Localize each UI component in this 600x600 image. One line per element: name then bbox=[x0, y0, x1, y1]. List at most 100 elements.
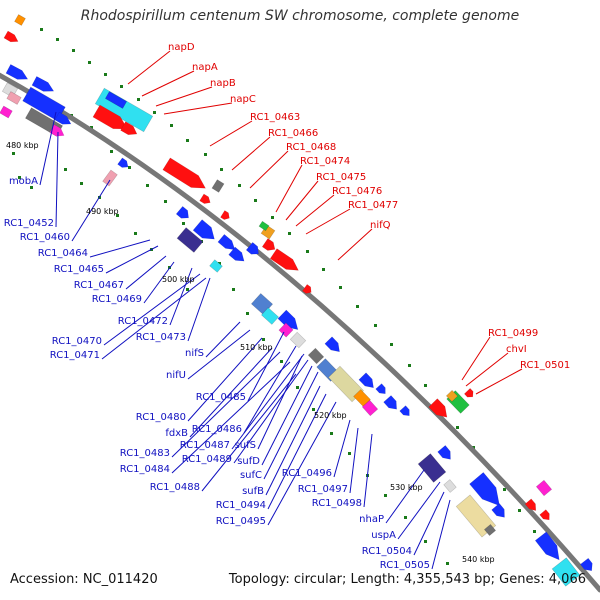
gene-block bbox=[445, 389, 459, 403]
tick-dot bbox=[446, 562, 449, 565]
tick-dot bbox=[262, 338, 265, 341]
gene-block bbox=[176, 227, 204, 253]
reverse-gene-label: RC1_0485 bbox=[196, 392, 246, 403]
scale-tick-label: 520 kbp bbox=[314, 411, 347, 420]
reverse-gene-label: RC1_0505 bbox=[380, 560, 430, 571]
leader-line bbox=[155, 86, 213, 107]
scale-tick-label: 480 kbp bbox=[6, 141, 39, 150]
forward-gene-label: napD bbox=[168, 42, 195, 53]
leader-line bbox=[39, 111, 57, 186]
gene-arrow-reverse bbox=[228, 246, 245, 262]
tick-dot bbox=[322, 268, 325, 271]
leader-line bbox=[363, 433, 373, 508]
gene-arrow-forward bbox=[92, 104, 129, 130]
forward-gene-label: RC1_0476 bbox=[332, 186, 382, 197]
leader-line bbox=[187, 329, 251, 380]
leader-line bbox=[249, 150, 289, 189]
gene-arrow-reverse bbox=[534, 531, 560, 561]
leader-line bbox=[101, 277, 207, 360]
tick-dot bbox=[533, 530, 536, 533]
gene-arrow-forward bbox=[120, 121, 138, 135]
tick-dot bbox=[280, 360, 283, 363]
label-leader-lines bbox=[39, 50, 523, 570]
reverse-gene-label: nhaP bbox=[359, 514, 384, 525]
reverse-gene-label: RC1_0494 bbox=[216, 500, 266, 511]
gene-arrow-reverse bbox=[277, 309, 299, 330]
forward-gene-label: RC1_0499 bbox=[488, 328, 538, 339]
gene-arrow-reverse bbox=[117, 157, 129, 168]
leader-line bbox=[265, 385, 321, 496]
leader-line bbox=[275, 164, 303, 213]
gene-block bbox=[307, 347, 325, 365]
reverse-gene-label: RC1_0480 bbox=[136, 412, 186, 423]
tick-dot bbox=[110, 150, 113, 153]
tick-dot bbox=[306, 250, 309, 253]
forward-gene-label: napC bbox=[230, 94, 256, 105]
gene-arrow-forward bbox=[162, 157, 206, 189]
reverse-gene-label: RC1_0464 bbox=[38, 248, 88, 259]
reverse-gene-label: RC1_0486 bbox=[192, 424, 242, 435]
tick-dot bbox=[424, 540, 427, 543]
gene-arrow-forward bbox=[3, 30, 19, 43]
gene-block bbox=[209, 259, 223, 273]
reverse-gene-label: fdxB bbox=[165, 428, 188, 439]
reverse-gene-label: sufC bbox=[240, 470, 262, 481]
gene-arrow-forward bbox=[269, 248, 299, 271]
gene-arrow-reverse bbox=[437, 445, 451, 460]
gene-arrow-reverse bbox=[31, 76, 55, 92]
leader-line bbox=[105, 245, 159, 274]
tick-dot bbox=[424, 384, 427, 387]
tick-dot bbox=[128, 166, 131, 169]
gene-block bbox=[417, 453, 447, 483]
leader-line bbox=[263, 371, 319, 480]
forward-gene-label: RC1_0468 bbox=[286, 142, 336, 153]
gene-block bbox=[102, 169, 118, 187]
scale-tick-label: 530 kbp bbox=[390, 483, 423, 492]
scale-tick-label: 540 kbp bbox=[462, 555, 495, 564]
forward-gene-label: RC1_0466 bbox=[268, 128, 318, 139]
reverse-gene-label: mobA bbox=[9, 176, 38, 187]
leader-line bbox=[333, 419, 351, 478]
leader-line bbox=[243, 345, 297, 434]
gene-arrow-reverse bbox=[54, 111, 72, 125]
reverse-gene-label: RC1_0489 bbox=[182, 454, 232, 465]
reverse-gene-label: RC1_0484 bbox=[120, 464, 170, 475]
leader-line bbox=[397, 481, 441, 540]
leader-line bbox=[267, 401, 337, 526]
tick-dot bbox=[134, 232, 137, 235]
gene-block bbox=[278, 322, 294, 338]
gene-block bbox=[261, 307, 279, 325]
tick-dot bbox=[518, 509, 521, 512]
gene-arrow-forward bbox=[539, 509, 550, 521]
leader-line bbox=[431, 499, 451, 570]
gene-block bbox=[14, 14, 26, 26]
leader-line bbox=[143, 261, 175, 304]
leader-line bbox=[247, 331, 285, 402]
forward-gene-label: chvI bbox=[506, 344, 527, 355]
reverse-gene-label: RC1_0498 bbox=[312, 498, 362, 509]
gene-block bbox=[258, 220, 270, 232]
tick-dot bbox=[186, 139, 189, 142]
leader-line bbox=[71, 179, 111, 242]
tick-dot bbox=[374, 324, 377, 327]
reverse-gene-label: RC1_0467 bbox=[74, 280, 124, 291]
reverse-gene-labels: mobARC1_0452RC1_0460RC1_0464RC1_0465RC1_… bbox=[4, 176, 430, 571]
leader-line bbox=[163, 102, 233, 115]
tick-dot bbox=[456, 426, 459, 429]
gene-arrow-reverse bbox=[399, 405, 410, 416]
gene-block bbox=[104, 91, 128, 109]
tick-dot bbox=[503, 488, 506, 491]
leader-line bbox=[285, 180, 319, 221]
tick-dot bbox=[30, 186, 33, 189]
gene-arrow-forward bbox=[302, 284, 312, 294]
reverse-gene-label: RC1_0465 bbox=[54, 264, 104, 275]
tick-dot bbox=[153, 111, 156, 114]
scale-tick-label: 500 kbp bbox=[162, 275, 195, 284]
leader-line bbox=[385, 469, 425, 524]
chromosome-backbone bbox=[0, 72, 600, 593]
tick-dot bbox=[146, 184, 149, 187]
reverse-gene-label: sufD bbox=[237, 456, 260, 467]
tick-dot bbox=[296, 386, 299, 389]
forward-gene-label: RC1_0474 bbox=[300, 156, 350, 167]
